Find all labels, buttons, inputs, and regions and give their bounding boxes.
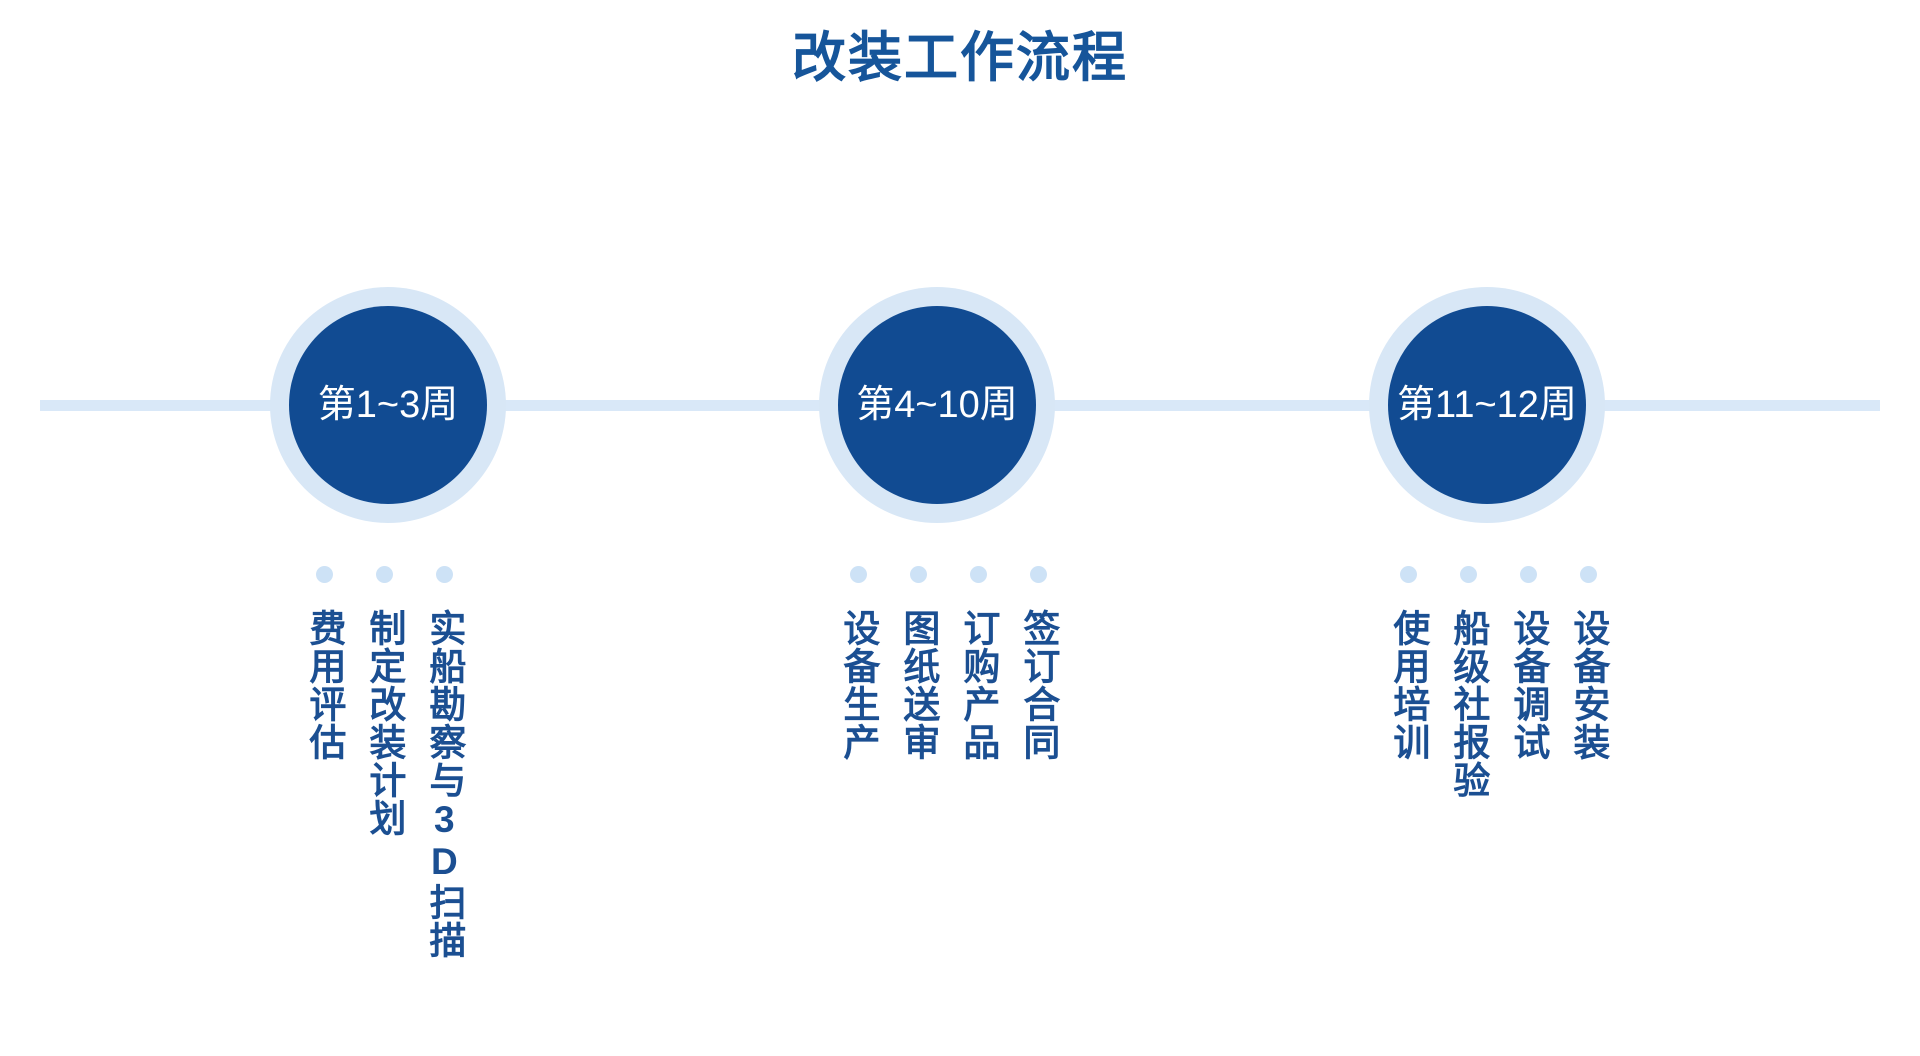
step-item[interactable]: 船级社报验 (1438, 566, 1498, 799)
step-label: 订购产品 (957, 609, 999, 761)
step-label: 船级社报验 (1447, 609, 1489, 799)
step-label: 签订合同 (1017, 609, 1059, 761)
step-dot-icon (435, 566, 453, 583)
step-item[interactable]: 设备安装 (1558, 566, 1618, 761)
step-label: 实船勘察与3D扫描 (423, 609, 465, 959)
step-label: 设备调试 (1507, 609, 1549, 761)
step-item[interactable]: 实船勘察与3D扫描 (414, 566, 474, 959)
step-dot-icon (909, 566, 927, 583)
step-item[interactable]: 费用评估 (294, 566, 354, 761)
phase-2-steps: 签订合同 订购产品 图纸送审 设备生产 (828, 566, 1068, 761)
step-dot-icon (1519, 566, 1537, 583)
step-item[interactable]: 订购产品 (948, 566, 1008, 761)
phase-1-steps: 实船勘察与3D扫描 制定改装计划 费用评估 (294, 566, 474, 959)
phase-node-1[interactable]: 第1~3周 (270, 287, 506, 523)
phase-node-2-label: 第4~10周 (856, 384, 1018, 426)
step-label: 图纸送审 (897, 609, 939, 761)
step-item[interactable]: 制定改装计划 (354, 566, 414, 837)
step-label: 费用评估 (303, 609, 345, 761)
phase-node-3-inner: 第11~12周 (1388, 306, 1586, 504)
step-dot-icon (1029, 566, 1047, 583)
phase-node-2[interactable]: 第4~10周 (819, 287, 1055, 523)
phase-node-1-inner: 第1~3周 (289, 306, 487, 504)
step-dot-icon (1459, 566, 1477, 583)
step-item[interactable]: 使用培训 (1378, 566, 1438, 761)
phase-3-steps: 设备安装 设备调试 船级社报验 使用培训 (1378, 566, 1618, 799)
step-label: 设备安装 (1567, 609, 1609, 761)
step-label: 使用培训 (1387, 609, 1429, 761)
step-item[interactable]: 设备调试 (1498, 566, 1558, 761)
step-dot-icon (849, 566, 867, 583)
step-dot-icon (969, 566, 987, 583)
phase-node-2-inner: 第4~10周 (838, 306, 1036, 504)
step-item[interactable]: 签订合同 (1008, 566, 1068, 761)
step-dot-icon (315, 566, 333, 583)
phase-node-1-label: 第1~3周 (317, 384, 459, 426)
step-dot-icon (1579, 566, 1597, 583)
phase-node-3-label: 第11~12周 (1397, 384, 1577, 426)
step-dot-icon (1399, 566, 1417, 583)
step-item[interactable]: 图纸送审 (888, 566, 948, 761)
phase-node-3[interactable]: 第11~12周 (1369, 287, 1605, 523)
step-dot-icon (375, 566, 393, 583)
step-label: 设备生产 (837, 609, 879, 761)
page-title: 改装工作流程 (792, 28, 1128, 88)
step-item[interactable]: 设备生产 (828, 566, 888, 761)
step-label: 制定改装计划 (363, 609, 405, 837)
